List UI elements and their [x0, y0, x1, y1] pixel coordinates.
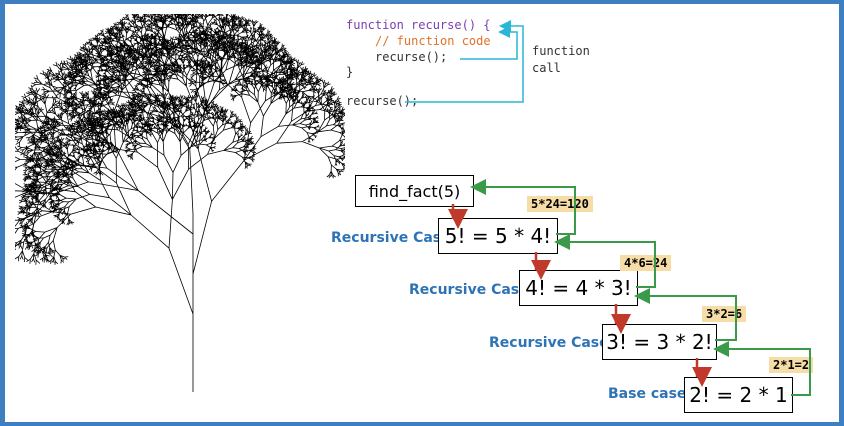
- function-signature: recurse() {: [403, 18, 491, 32]
- arrows-layer: [405, 20, 811, 396]
- function-call-label-line1: function: [532, 44, 590, 58]
- code-closing-brace: }: [346, 65, 354, 79]
- step-4-label: Base case: [608, 386, 687, 402]
- slide-canvas: function recurse() { // function code re…: [5, 4, 839, 422]
- code-recursive-call: recurse();: [375, 50, 448, 64]
- outer-call-arrow: [405, 20, 524, 103]
- return-arrow-3: [634, 288, 737, 341]
- fractal-branches: [15, 14, 345, 392]
- step-3-expression-box: 3! = 3 * 2!: [602, 324, 717, 360]
- find-fact-call-box: find_fact(5): [355, 175, 474, 207]
- step-4-expression-box: 2! = 2 * 1: [684, 377, 793, 413]
- code-line-function-decl: function recurse() {: [346, 18, 491, 32]
- inner-call-arrow: [460, 26, 518, 60]
- return-arrow-1: [470, 179, 576, 235]
- return-arrow-4: [713, 341, 811, 396]
- step-4-result: 2*1=2: [769, 357, 814, 373]
- step-3-label: Recursive Case: [489, 335, 609, 351]
- return-arrow-2: [554, 234, 656, 288]
- step-1-label: Recursive Case: [331, 230, 451, 246]
- step-2-result: 4*6=24: [620, 255, 672, 271]
- keyword-function: function: [346, 18, 404, 32]
- function-call-label-line2: call: [532, 61, 561, 75]
- fractal-tree-image: [15, 14, 345, 392]
- code-initial-call: recurse();: [346, 94, 419, 108]
- step-2-label: Recursive Case: [409, 282, 529, 298]
- code-comment: // function code: [375, 34, 491, 48]
